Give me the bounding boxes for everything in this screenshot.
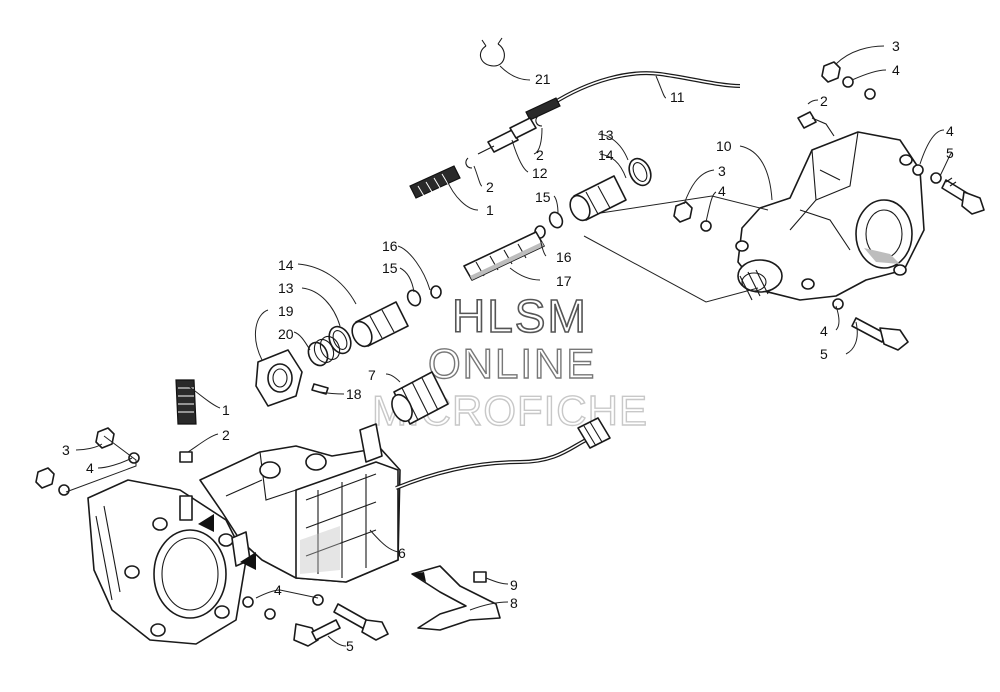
bolt-part-5-bottom — [293, 603, 389, 647]
boot-part-14-top — [569, 175, 627, 222]
drive-shaft-part-17 — [463, 231, 545, 281]
callout-1-lower: 1 — [222, 402, 230, 418]
callout-8: 8 — [510, 595, 518, 611]
gearcase-body-part-6 — [199, 423, 401, 583]
washer-part-4-top-right — [842, 76, 876, 100]
callout-2-top-right: 2 — [820, 93, 828, 109]
washer-part-4-right-upper — [912, 164, 942, 184]
bolt-part-5-right-upper — [941, 177, 985, 215]
spacer-part-16-lower — [430, 285, 442, 299]
callout-21: 21 — [535, 71, 551, 87]
callout-3-left: 3 — [62, 442, 70, 458]
screw-part-9 — [473, 571, 487, 583]
boot-part-1-top — [409, 165, 461, 199]
callout-17: 17 — [556, 273, 572, 289]
callout-5-right-upper: 5 — [946, 145, 954, 161]
callout-9: 9 — [510, 577, 518, 593]
callout-4-left: 4 — [86, 460, 94, 476]
boot-part-14-lower — [351, 301, 409, 348]
callout-5-bottom: 5 — [346, 638, 354, 654]
callout-4-bottom: 4 — [274, 582, 282, 598]
callout-4-top-right: 4 — [892, 62, 900, 78]
callout-13-top: 13 — [598, 127, 614, 143]
callout-11: 11 — [670, 89, 685, 105]
callout-13-b: 13 — [278, 280, 294, 296]
snap-ring-part-21 — [479, 37, 505, 67]
arrow-marker — [198, 514, 256, 570]
pin-part-2-gearcase — [179, 495, 193, 521]
callout-7: 7 — [368, 367, 376, 383]
callout-2-lower: 2 — [222, 427, 230, 443]
callout-2-boot-top: 2 — [486, 179, 494, 195]
callout-10: 10 — [716, 138, 732, 154]
bolt-part-5-right-lower — [832, 298, 909, 351]
nut-part-3-left — [35, 427, 115, 489]
callout-19: 19 — [278, 303, 294, 319]
seal-plate-part-19 — [255, 349, 303, 407]
callout-15-b: 15 — [382, 260, 398, 276]
callout-2-clip: 2 — [536, 147, 544, 163]
pin-part-2-lower — [179, 451, 193, 463]
callout-14-b: 14 — [278, 257, 294, 273]
callout-3-mid: 3 — [718, 163, 726, 179]
shift-cable-part-11 — [525, 71, 741, 121]
callout-6: 6 — [398, 545, 406, 561]
washer-part-4-bottom — [242, 594, 324, 620]
boot-part-1-lower — [175, 379, 197, 425]
screw-part-18 — [311, 383, 329, 395]
callout-4-mid: 4 — [718, 183, 726, 199]
callout-18: 18 — [346, 386, 362, 402]
callout-14-top: 14 — [598, 147, 614, 163]
callout-15-top: 15 — [535, 189, 551, 205]
callout-5-right-lower: 5 — [820, 346, 828, 362]
callout-numbers: 21 11 2 3 4 2 12 13 14 2 1 15 10 4 5 3 4… — [62, 38, 954, 654]
wire-harness — [395, 417, 611, 490]
e-clip-part-2-cable — [535, 115, 543, 127]
boot-part-7 — [391, 371, 449, 425]
nut-part-3-mid — [673, 201, 712, 232]
e-clip-part-2-upper — [465, 157, 473, 169]
callout-16-a: 16 — [382, 238, 398, 254]
watermark-line-2: ONLINE — [428, 340, 596, 387]
spring-part-20 — [307, 335, 341, 367]
gear-housing-part-10 — [735, 131, 925, 301]
clamp-part-15-top — [548, 211, 564, 229]
clip-part-2-top-right — [797, 111, 835, 137]
leader-lines — [65, 45, 953, 647]
callout-3-top-right: 3 — [892, 38, 900, 54]
callout-16-b: 16 — [556, 249, 572, 265]
callout-12: 12 — [532, 165, 548, 181]
callout-20: 20 — [278, 326, 294, 342]
callout-1-top: 1 — [486, 202, 494, 218]
cable-end-part-12 — [477, 117, 537, 155]
nut-part-3-top-right — [821, 61, 841, 83]
callout-4-right-lower: 4 — [820, 323, 828, 339]
clamp-part-15-lower — [406, 289, 422, 307]
watermark-line-1: HLSM — [452, 290, 588, 342]
clamp-part-13-top — [628, 157, 652, 187]
callout-4-right-upper: 4 — [946, 123, 954, 139]
bracket-part-8 — [411, 565, 501, 631]
